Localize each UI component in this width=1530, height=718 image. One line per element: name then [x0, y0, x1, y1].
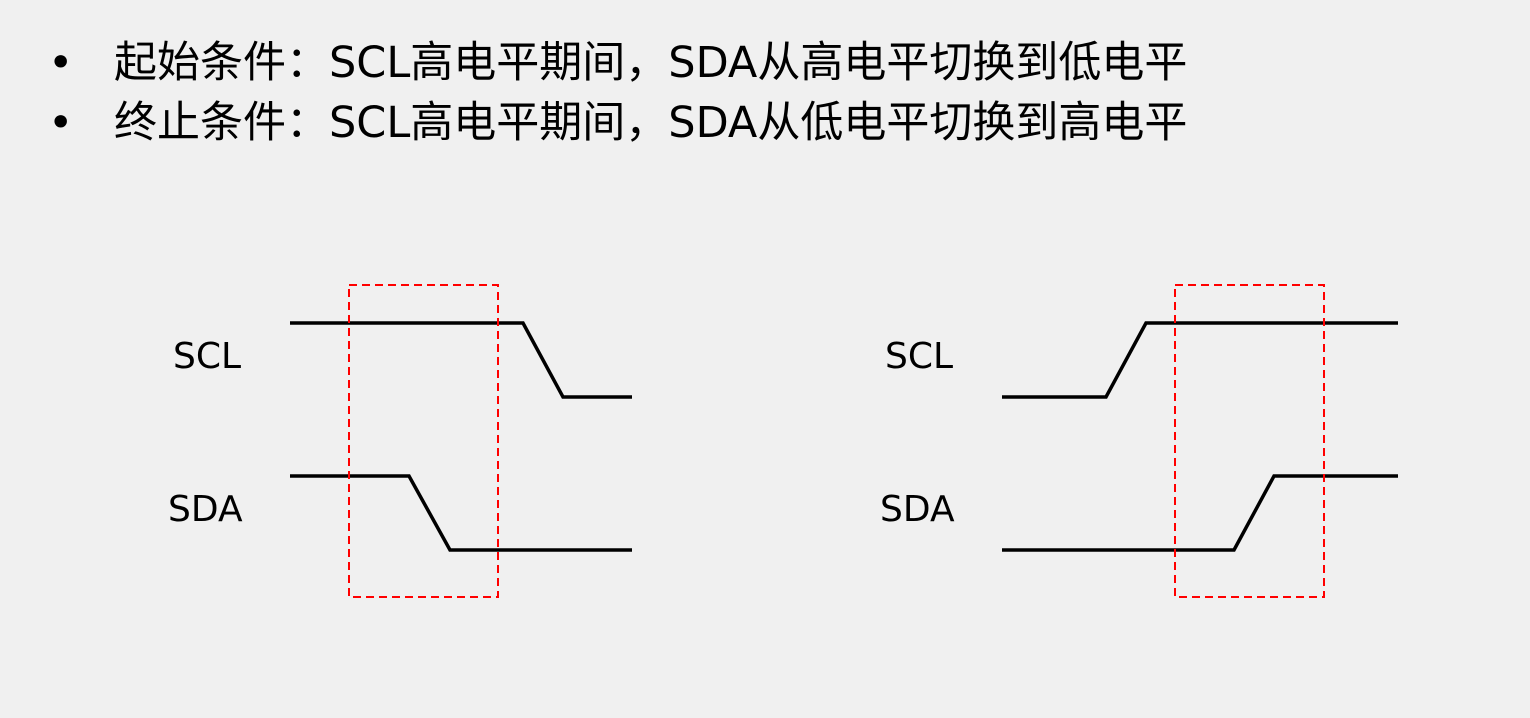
bullet-text: 终止条件：SCL高电平期间，SDA从低电平切换到高电平: [114, 98, 1188, 148]
highlight-box: [1174, 284, 1325, 598]
bullet-stop-condition: • 终止条件：SCL高电平期间，SDA从低电平切换到高电平: [48, 95, 1187, 151]
scl-waveform: [290, 321, 632, 399]
bullet-text: 起始条件：SCL高电平期间，SDA从高电平切换到低电平: [114, 38, 1188, 88]
start-condition-diagram: SCL SDA: [168, 284, 632, 598]
scl-label: SCL: [885, 336, 953, 377]
stop-condition-diagram: SCL SDA: [880, 284, 1398, 598]
sda-waveform: [290, 474, 632, 552]
highlight-box: [348, 284, 499, 598]
sda-label: SDA: [880, 489, 955, 530]
scl-waveform: [1002, 321, 1398, 399]
bullet-start-condition: • 起始条件：SCL高电平期间，SDA从高电平切换到低电平: [48, 35, 1187, 91]
scl-label: SCL: [173, 336, 241, 377]
sda-waveform: [1002, 474, 1398, 552]
sda-label: SDA: [168, 489, 243, 530]
bullet-marker: •: [48, 98, 74, 148]
bullet-marker: •: [48, 38, 74, 88]
